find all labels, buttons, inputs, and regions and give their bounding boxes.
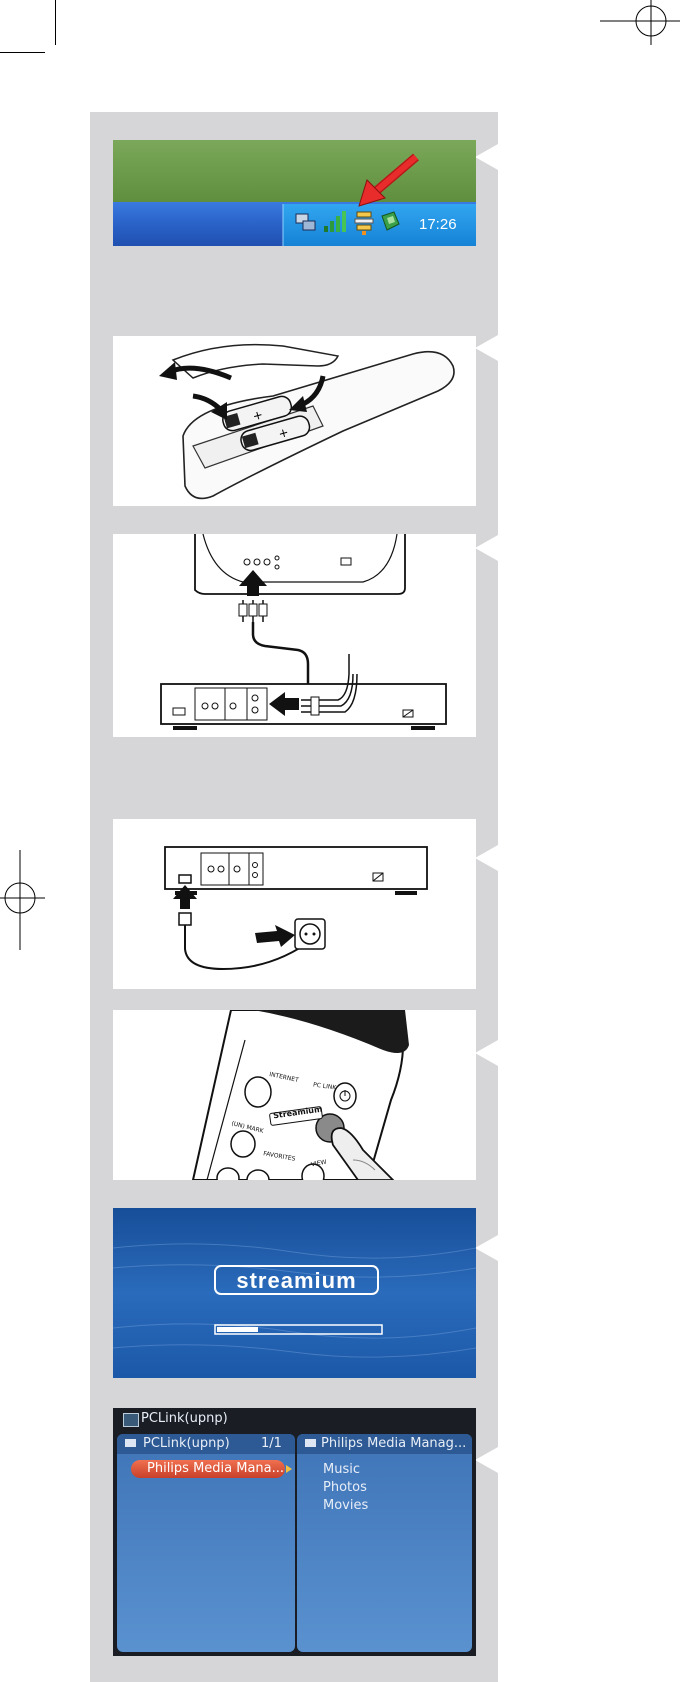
- splash-progress-fill: [217, 1327, 258, 1332]
- media-server-icon[interactable]: [353, 210, 375, 236]
- list-item[interactable]: Movies: [323, 1498, 368, 1513]
- battery-insertion-illustration: + +: [113, 336, 476, 506]
- list-item-label: Philips Media Mana...: [147, 1461, 284, 1476]
- left-panel-count: 1/1: [261, 1436, 282, 1451]
- folder-icon: [305, 1439, 316, 1447]
- pclink-window-icon: [123, 1413, 139, 1427]
- list-item-selected[interactable]: Philips Media Mana...: [131, 1460, 285, 1478]
- crop-mark-top-left-h: [0, 52, 45, 53]
- streamium-logo: streamium: [217, 1268, 376, 1294]
- registration-mark-left: [0, 850, 45, 950]
- tray-app-icon[interactable]: [379, 210, 401, 234]
- signal-strength-icon[interactable]: [323, 210, 347, 234]
- left-panel-header: PCLink(upnp) 1/1: [117, 1434, 295, 1454]
- av-cable-connection-illustration: [113, 534, 476, 737]
- registration-mark-top-right: [600, 0, 680, 45]
- taskbar-screenshot: 17:26: [113, 140, 476, 246]
- pclink-left-panel: PCLink(upnp) 1/1 Philips Media Mana...: [117, 1434, 295, 1652]
- right-panel-title: Philips Media Manag...: [321, 1436, 466, 1451]
- remote-pclink-illustration: INTERNET PC LINK Streamium (UN) MARK FAV…: [113, 1010, 476, 1180]
- network-icon[interactable]: [295, 212, 317, 234]
- selection-arrow-icon: [286, 1465, 292, 1473]
- streamium-splash-screen: streamium: [113, 1208, 476, 1378]
- taskbar-clock[interactable]: 17:26: [419, 216, 457, 233]
- pclink-window-title: PCLink(upnp): [141, 1411, 228, 1426]
- left-panel-title: PCLink(upnp): [143, 1436, 230, 1451]
- folder-icon: [125, 1439, 136, 1447]
- list-item[interactable]: Photos: [323, 1480, 367, 1495]
- crop-mark-top-left-v: [55, 0, 56, 45]
- red-arrow-pointer: [353, 152, 423, 212]
- power-connection-illustration: [113, 819, 476, 989]
- pclink-title-bar: PCLink(upnp): [113, 1408, 476, 1430]
- list-item[interactable]: Music: [323, 1462, 360, 1477]
- right-panel-header: Philips Media Manag...: [297, 1434, 472, 1454]
- pclink-right-panel: Philips Media Manag... Music Photos Movi…: [297, 1434, 472, 1652]
- pclink-browser-screen: PCLink(upnp) PCLink(upnp) 1/1 Philips Me…: [113, 1408, 476, 1656]
